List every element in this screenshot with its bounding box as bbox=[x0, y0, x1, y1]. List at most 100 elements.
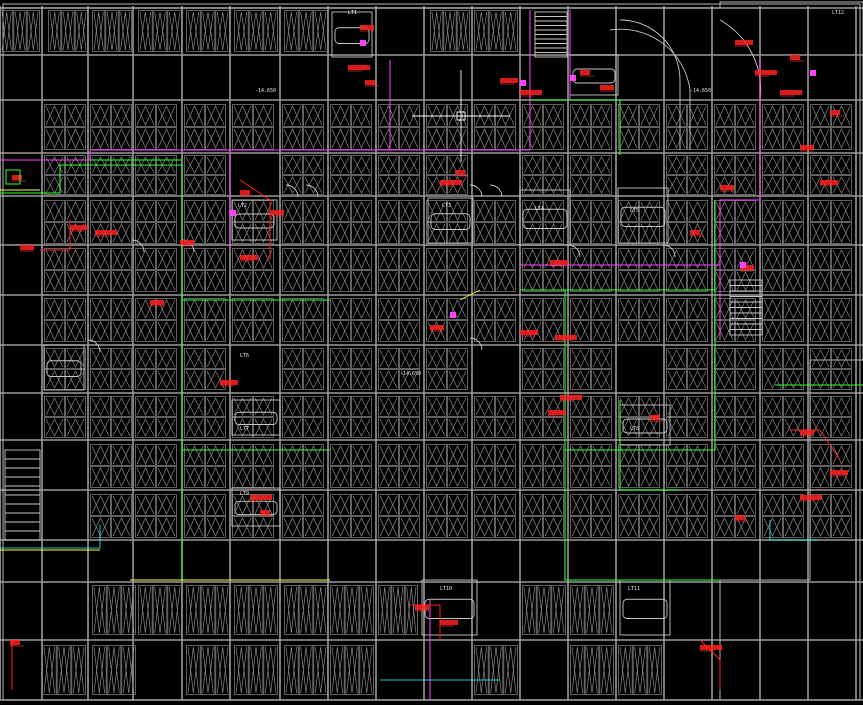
parking-stall-mark bbox=[157, 349, 176, 368]
parking-stall-mark bbox=[91, 176, 110, 194]
parking-stall-mark bbox=[523, 418, 542, 437]
parking-stall-mark bbox=[66, 321, 85, 341]
parking-stall-mark bbox=[736, 370, 755, 389]
parking-stall-mark bbox=[185, 349, 204, 368]
parking-stall-icon bbox=[474, 320, 495, 342]
parking-stall-icon bbox=[426, 494, 447, 516]
parking-stall-mark bbox=[206, 445, 225, 465]
parking-stall-mark bbox=[157, 397, 176, 416]
parking-stall-mark bbox=[139, 11, 152, 51]
parking-stall-mark bbox=[763, 495, 782, 515]
parking-stall-mark bbox=[448, 517, 467, 537]
parking-stall-mark bbox=[202, 586, 214, 634]
parking-stall-mark bbox=[571, 201, 590, 221]
parking-stall-mark bbox=[592, 418, 611, 437]
parking-stall-mark bbox=[592, 156, 611, 174]
parking-stall-icon bbox=[92, 10, 106, 52]
red-annotation-tag bbox=[250, 495, 272, 500]
parking-stall-mark bbox=[688, 176, 707, 194]
parking-stall-mark bbox=[544, 105, 563, 126]
room-label-layer: LT1 LT2 LT3 LT4 LT5 LT6 LT7 LT8 LT9 LT10… bbox=[238, 10, 844, 592]
parking-stall-mark bbox=[185, 223, 204, 243]
parking-stall-icon bbox=[666, 494, 687, 516]
parking-stall-mark bbox=[206, 321, 225, 341]
parking-stall-icon bbox=[351, 516, 372, 538]
parking-stall-mark bbox=[427, 249, 446, 269]
red-annotation-tag bbox=[580, 70, 590, 75]
parking-stall-mark bbox=[206, 397, 225, 416]
parking-stall-icon bbox=[90, 348, 111, 369]
parking-stall-mark bbox=[400, 517, 419, 537]
parking-stall-icon bbox=[584, 645, 600, 695]
red-annotation-tag bbox=[790, 55, 800, 60]
red-annotation-tag bbox=[440, 180, 462, 185]
parking-stall-icon bbox=[810, 396, 831, 417]
parking-stall-icon bbox=[762, 494, 783, 516]
parking-stall-mark bbox=[431, 11, 442, 51]
parking-stall-icon bbox=[90, 417, 111, 438]
parking-stall-icon bbox=[184, 444, 205, 466]
sprinkler-pipe bbox=[530, 99, 621, 155]
parking-stall-icon bbox=[618, 645, 633, 695]
parking-stall-icon bbox=[282, 417, 303, 438]
parking-stall-mark bbox=[475, 467, 494, 487]
red-annotation-tag bbox=[690, 230, 700, 235]
parking-stall-mark bbox=[254, 445, 273, 465]
parking-stall-icon bbox=[263, 585, 278, 635]
parking-stall-mark bbox=[331, 156, 350, 174]
parking-stall-mark bbox=[91, 128, 110, 149]
parking-stall-icon bbox=[205, 270, 226, 292]
red-annotation-tag bbox=[720, 185, 734, 190]
parking-stall-icon bbox=[543, 348, 564, 369]
parking-stall-mark bbox=[331, 176, 350, 194]
parking-stall-mark bbox=[352, 201, 371, 221]
parking-stall-icon bbox=[810, 200, 831, 222]
parking-stall-mark bbox=[832, 370, 851, 389]
door-swing bbox=[87, 339, 101, 353]
parking-stall-mark bbox=[667, 517, 686, 537]
parking-stall-mark bbox=[154, 586, 166, 634]
parking-stall-mark bbox=[544, 201, 563, 221]
parking-stall-icon bbox=[232, 516, 253, 538]
parking-stall-mark bbox=[832, 176, 851, 194]
parking-stall-icon bbox=[65, 417, 86, 438]
parking-stall-icon bbox=[378, 175, 399, 195]
parking-stall-mark bbox=[185, 495, 204, 515]
parking-stall-mark bbox=[66, 299, 85, 319]
parking-stall-icon bbox=[90, 248, 111, 270]
parking-stall-icon bbox=[783, 348, 804, 369]
parking-stall-icon bbox=[599, 645, 614, 695]
parking-stall-mark bbox=[304, 156, 323, 174]
parking-stall-icon bbox=[543, 516, 564, 538]
parking-stall-mark bbox=[45, 128, 64, 149]
parking-stall-mark bbox=[360, 586, 373, 634]
parking-stall-icon bbox=[762, 320, 783, 342]
parking-stall-mark bbox=[283, 176, 302, 194]
parking-stall-icon bbox=[215, 585, 230, 635]
parking-stall-mark bbox=[448, 249, 467, 269]
parking-stall-mark bbox=[640, 321, 659, 341]
parking-stall-mark bbox=[168, 11, 181, 51]
parking-stall-mark bbox=[523, 249, 542, 269]
parking-stall-mark bbox=[233, 271, 252, 291]
parking-stall-mark bbox=[304, 271, 323, 291]
parking-stall-mark bbox=[448, 249, 467, 269]
parking-stall-icon bbox=[186, 645, 201, 695]
parking-stall-mark bbox=[475, 128, 494, 149]
parking-stall-mark bbox=[648, 646, 661, 694]
parking-stall-mark bbox=[763, 201, 782, 221]
parking-stall-icon bbox=[687, 466, 708, 488]
parking-stall-icon bbox=[522, 494, 543, 516]
parking-stall-mark bbox=[784, 271, 803, 291]
parking-stall-icon bbox=[591, 348, 612, 369]
parking-stall-icon bbox=[284, 645, 299, 695]
parking-stall-mark bbox=[136, 201, 155, 221]
parking-stall-mark bbox=[619, 249, 638, 269]
parking-stall-mark bbox=[832, 321, 851, 341]
parking-stall-mark bbox=[784, 201, 803, 221]
parking-stall-mark bbox=[688, 321, 707, 341]
parking-stall-icon bbox=[303, 494, 324, 516]
parking-stall-icon bbox=[253, 466, 274, 488]
parking-stall-mark bbox=[331, 299, 350, 319]
